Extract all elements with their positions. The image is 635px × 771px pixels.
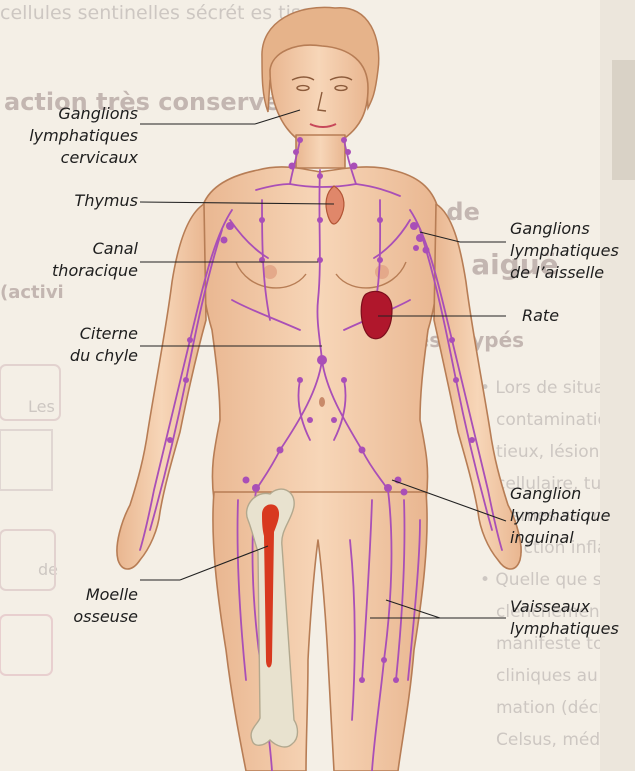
label-line: Vaisseaux bbox=[510, 596, 619, 618]
label-thymus: Thymus bbox=[75, 190, 138, 212]
label-line: Thymus bbox=[75, 190, 138, 212]
label-line: Ganglions bbox=[29, 103, 138, 125]
label-line: de l’aisselle bbox=[510, 262, 619, 284]
label-line: Canal bbox=[52, 238, 138, 260]
label-line: Ganglion bbox=[510, 483, 610, 505]
label-line: lymphatiques bbox=[510, 618, 619, 640]
label-line: lymphatiques bbox=[29, 125, 138, 147]
label-line: Moelle bbox=[73, 584, 138, 606]
label-rate: Rate bbox=[522, 305, 559, 327]
label-line: thoracique bbox=[52, 260, 138, 282]
spleen-organ bbox=[361, 291, 392, 338]
label-line: Ganglions bbox=[510, 218, 619, 240]
label-line: Rate bbox=[522, 305, 559, 327]
label-line: lymphatiques bbox=[510, 240, 619, 262]
label-line: du chyle bbox=[70, 345, 138, 367]
label-line: cervicaux bbox=[29, 147, 138, 169]
label-line: osseuse bbox=[73, 606, 138, 628]
body-silhouette bbox=[117, 45, 521, 771]
label-line: lymphatique bbox=[510, 505, 610, 527]
label-line: inguinal bbox=[510, 527, 610, 549]
label-line: Citerne bbox=[70, 323, 138, 345]
